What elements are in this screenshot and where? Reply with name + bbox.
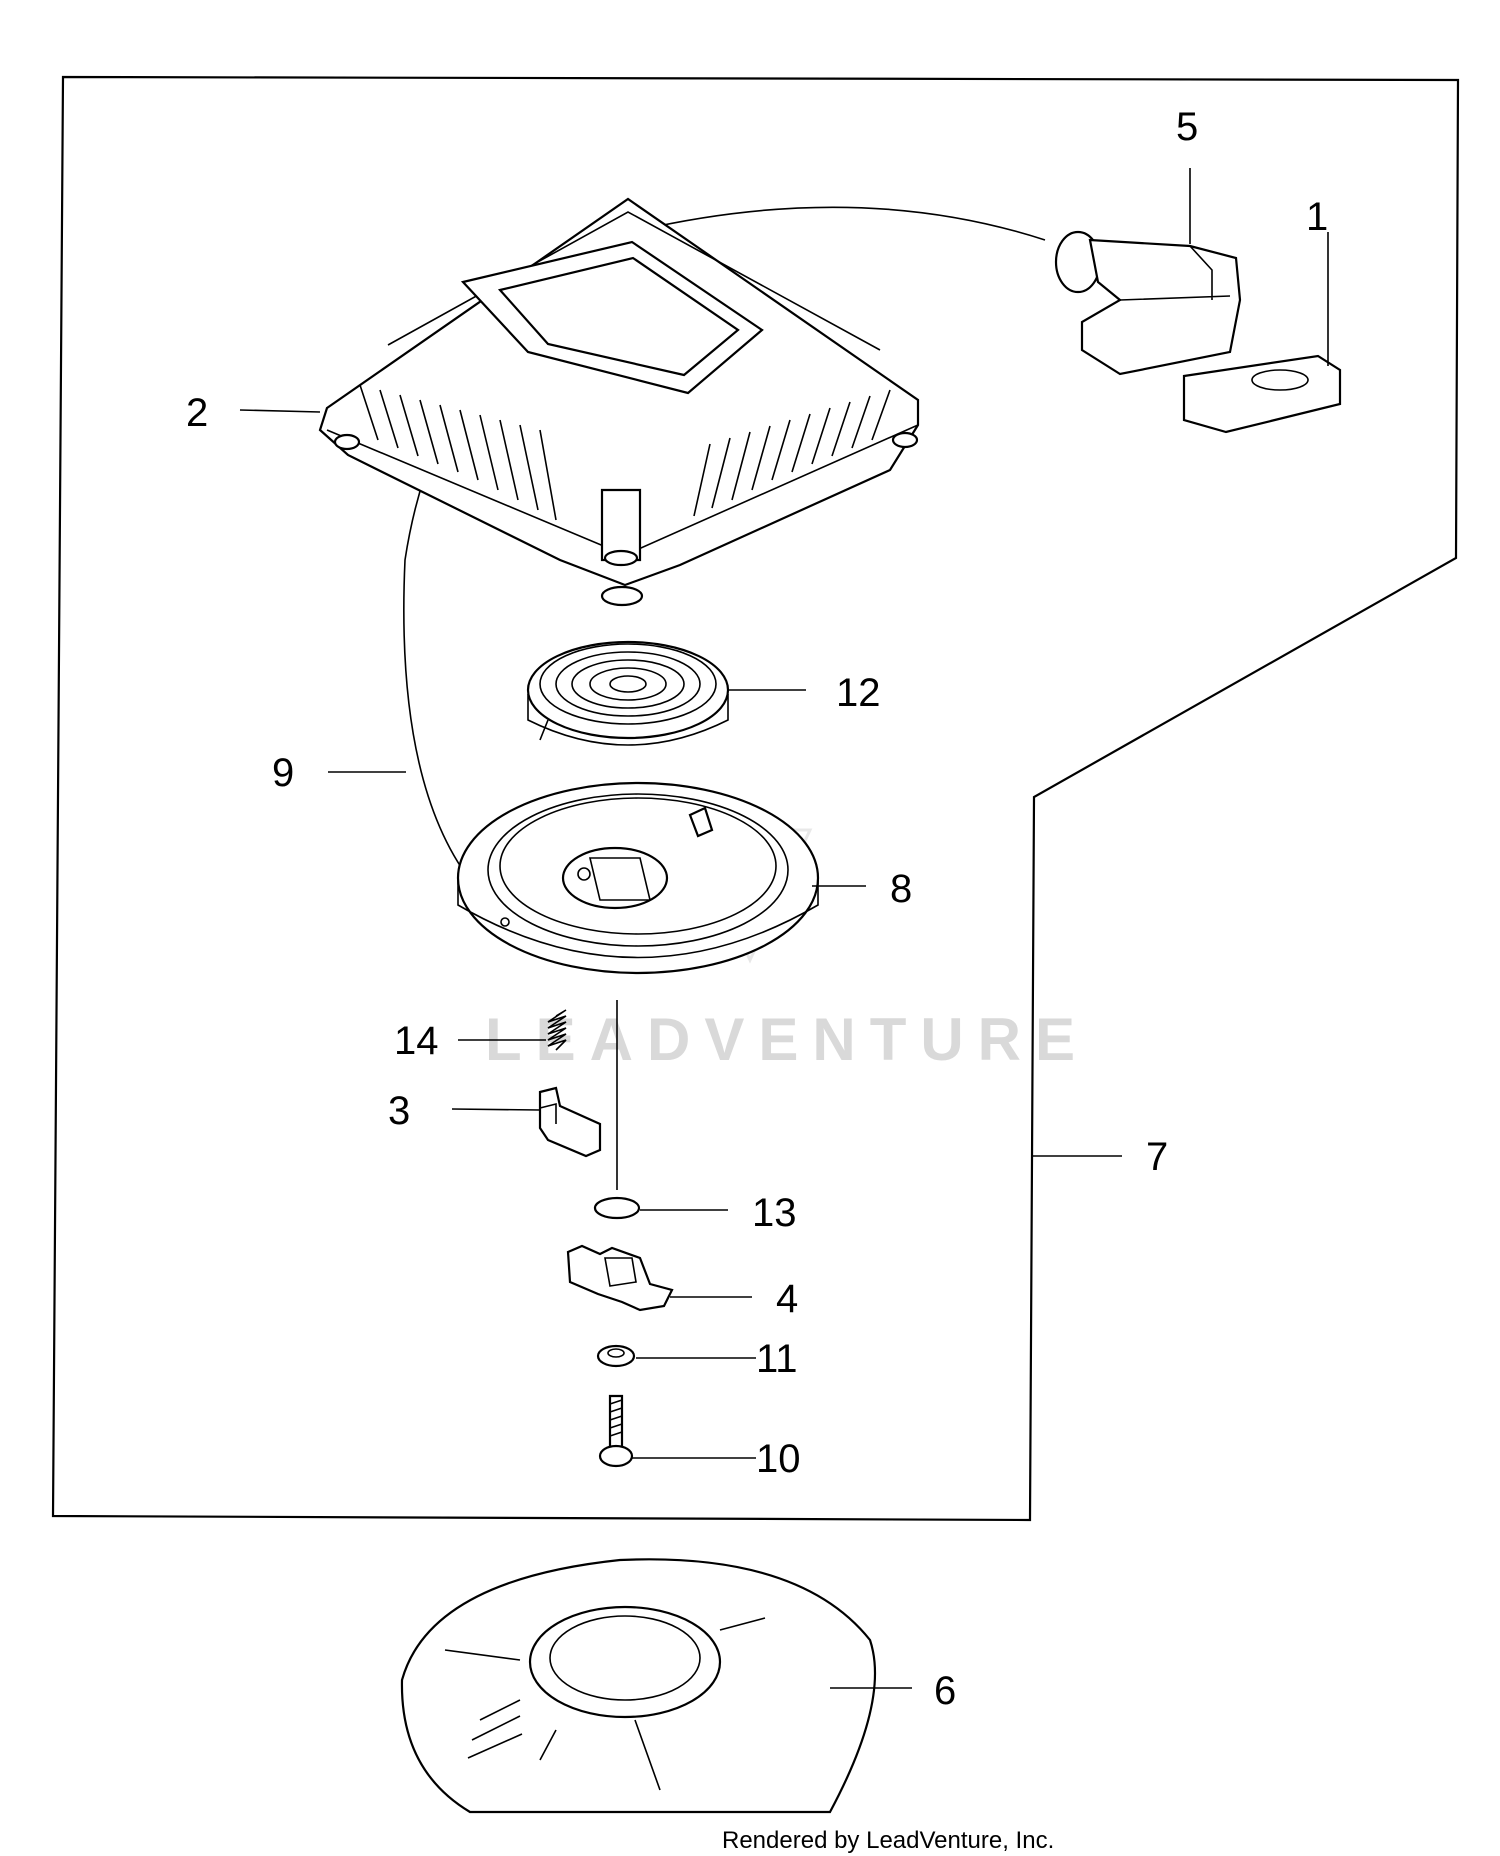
watermark-text: LEADVENTURE <box>485 1006 1089 1073</box>
starter-handle <box>1054 230 1242 376</box>
recoil-housing <box>318 197 920 607</box>
assembly-boundary <box>51 75 1460 1522</box>
callout-11: 11 <box>756 1337 798 1381</box>
callout-3: 3 <box>388 1089 410 1133</box>
callout-6: 6 <box>934 1669 956 1713</box>
callout-7: 7 <box>1146 1135 1168 1179</box>
screw <box>598 1394 634 1468</box>
pawl-spring <box>547 1009 567 1051</box>
callout-8: 8 <box>890 867 912 911</box>
callout-12: 12 <box>836 671 881 715</box>
handle-insert <box>1182 354 1342 434</box>
callout-4: 4 <box>776 1277 798 1321</box>
callout-14: 14 <box>394 1019 439 1063</box>
reel-pulley <box>456 781 820 975</box>
callout-5: 5 <box>1176 105 1198 149</box>
housing-fins <box>359 384 891 521</box>
leader-2 <box>239 409 321 413</box>
callout-9: 9 <box>272 751 294 795</box>
friction-plate <box>566 1244 674 1312</box>
callout-10: 10 <box>756 1437 801 1481</box>
pawl <box>538 1086 602 1158</box>
washer <box>593 1196 641 1220</box>
callout-2: 2 <box>186 391 208 435</box>
callout-13: 13 <box>752 1191 797 1235</box>
leader-3 <box>451 1108 541 1111</box>
leader-lines <box>239 168 1329 1689</box>
callout-1: 1 <box>1306 195 1328 239</box>
recoil-spring <box>526 640 730 746</box>
bottom-cover <box>400 1558 876 1814</box>
retainer <box>596 1344 636 1368</box>
rendered-by-footer: Rendered by LeadVenture, Inc. <box>722 1827 1054 1854</box>
